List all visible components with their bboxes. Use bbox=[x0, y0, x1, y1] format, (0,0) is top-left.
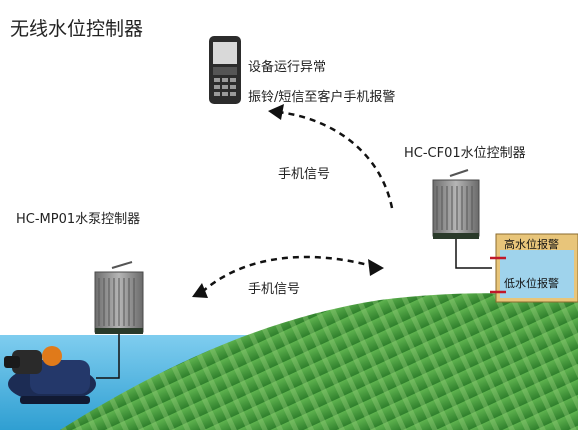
signal-label-top: 手机信号 bbox=[278, 167, 331, 182]
hill bbox=[60, 293, 578, 430]
phone-message-2: 振铃/短信至客户手机报警 bbox=[248, 90, 396, 105]
signal-label-bottom: 手机信号 bbox=[248, 282, 301, 297]
controller-right-device bbox=[432, 169, 492, 269]
controller-left-device bbox=[94, 261, 144, 379]
water-pump-icon bbox=[4, 346, 96, 404]
controller-left-label: HC-MP01水泵控制器 bbox=[16, 212, 141, 227]
signal-arrow-top bbox=[268, 104, 394, 209]
controller-right-label: HC-CF01水位控制器 bbox=[404, 146, 526, 161]
phone-message-1: 设备运行异常 bbox=[248, 60, 327, 75]
signal-arrow-bottom bbox=[192, 255, 384, 298]
tank-high-label: 高水位报警 bbox=[504, 238, 559, 251]
diagram-title: 无线水位控制器 bbox=[10, 18, 144, 40]
mobile-phone-icon bbox=[209, 36, 241, 104]
tank-low-label: 低水位报警 bbox=[504, 277, 559, 290]
water-tank bbox=[490, 233, 578, 303]
